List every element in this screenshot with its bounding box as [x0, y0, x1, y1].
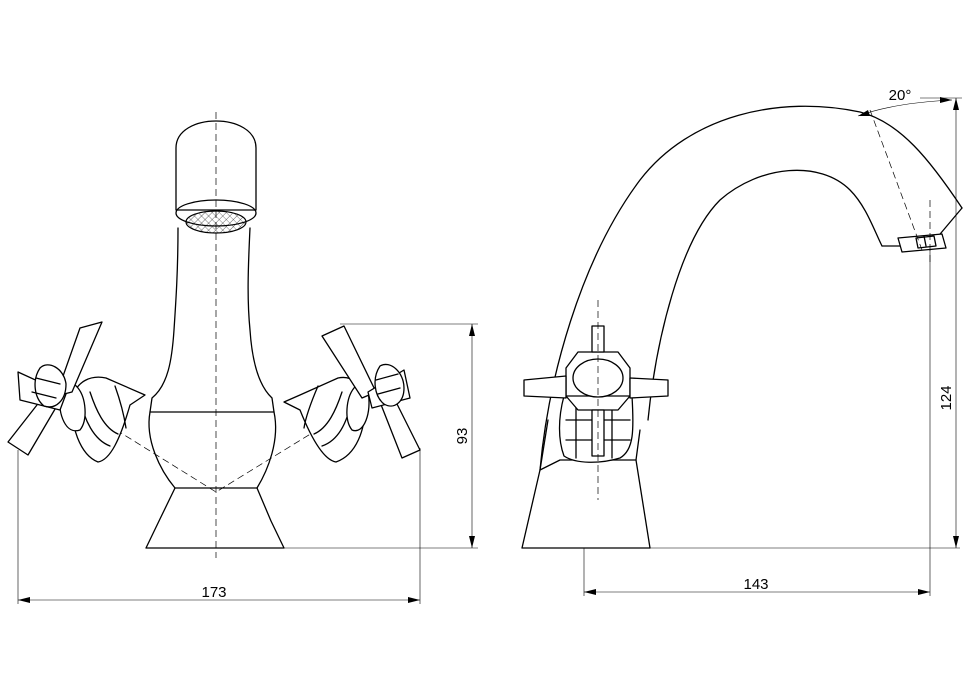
side-spout — [539, 105, 963, 471]
dim-spout-angle: 20° — [889, 87, 912, 104]
dim-front-height: 93 — [454, 428, 471, 445]
dim-side-height: 124 — [938, 385, 955, 410]
side-base — [521, 459, 651, 549]
dim-side-reach: 143 — [743, 576, 768, 593]
front-base — [145, 487, 285, 549]
right-cross-handle — [321, 325, 421, 459]
front-view: 173 93 — [7, 112, 478, 604]
side-valve — [523, 325, 669, 463]
front-spout-head — [175, 120, 257, 211]
dim-front-width: 173 — [201, 584, 226, 601]
left-cross-handle — [7, 321, 103, 456]
front-spout-body — [149, 227, 275, 413]
side-view: 143 124 20° — [521, 87, 963, 596]
